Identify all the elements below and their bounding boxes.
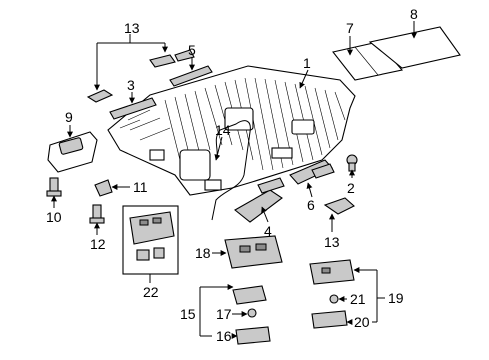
bulb-21	[329, 294, 339, 304]
lens-20	[311, 310, 348, 329]
callout-13-lower: 13	[324, 234, 340, 250]
bracket-6	[289, 159, 335, 185]
lens-16	[235, 326, 271, 345]
clip-10	[46, 177, 62, 197]
assist-handle-right	[149, 49, 195, 68]
callout-9: 9	[65, 109, 73, 125]
clip-12	[89, 204, 105, 224]
callout-3: 3	[127, 77, 135, 93]
assist-handle-left	[86, 89, 114, 103]
callout-15: 15	[180, 306, 196, 322]
callout-16: 16	[216, 328, 232, 344]
callout-8: 8	[410, 6, 418, 22]
leader-lines	[51, 21, 417, 339]
sun-visor	[47, 131, 98, 173]
callout-12: 12	[90, 236, 106, 252]
callout-19: 19	[388, 290, 404, 306]
callout-22: 22	[143, 284, 159, 300]
callout-17: 17	[216, 306, 232, 322]
clip-2	[346, 154, 358, 172]
lamp-19	[309, 259, 355, 285]
bulb-17	[247, 308, 257, 318]
callout-18: 18	[195, 245, 211, 261]
callout-20: 20	[354, 314, 370, 330]
assist-handle-lower	[323, 197, 355, 215]
bracket-4	[234, 177, 285, 223]
callout-10: 10	[46, 209, 62, 225]
bracket-5	[169, 65, 213, 87]
callout-21: 21	[350, 291, 366, 307]
callout-11: 11	[133, 179, 148, 195]
callout-1: 1	[303, 55, 311, 71]
headliner-panel	[107, 65, 356, 196]
callout-6: 6	[307, 197, 315, 213]
callout-5: 5	[188, 42, 196, 58]
callout-13-top: 13	[124, 20, 140, 36]
callout-labels: 13 5 3 1 7 8 9 14 2 11 6 10 4 13 12 18 2…	[46, 6, 418, 344]
map-lamp-box	[122, 205, 179, 275]
lamp-18	[224, 235, 283, 269]
wiring-harness	[211, 120, 251, 221]
callout-4: 4	[264, 223, 272, 239]
bracket-11	[94, 179, 113, 197]
callout-14: 14	[215, 122, 231, 138]
callout-2: 2	[347, 180, 355, 196]
mat-8	[368, 26, 461, 69]
callout-7: 7	[346, 20, 354, 36]
bracket-3	[109, 97, 157, 120]
lamp-15	[232, 285, 267, 305]
